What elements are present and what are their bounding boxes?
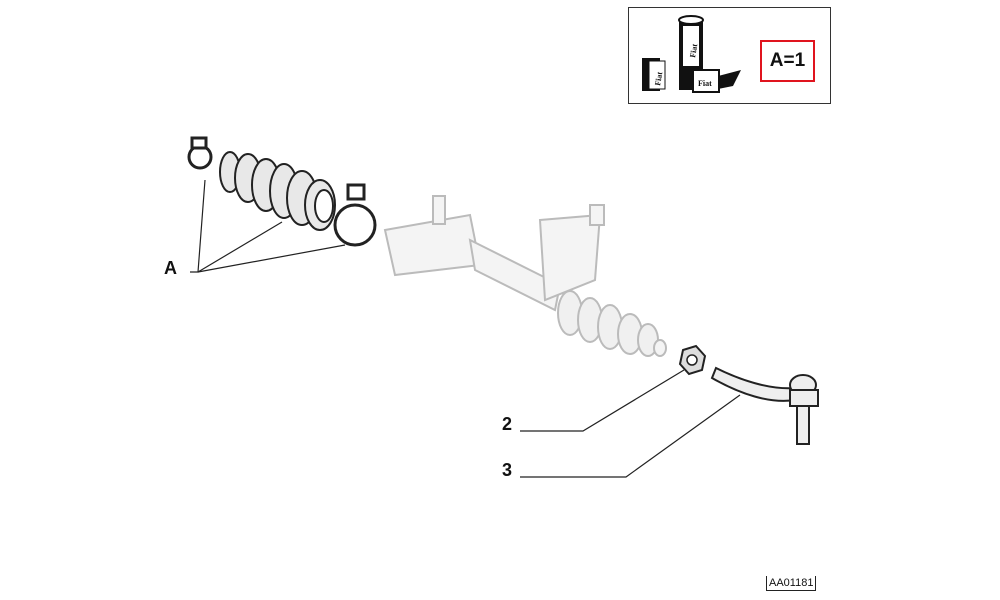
package-logo-text-cylinder: Fiat [688, 43, 699, 58]
quantity-legend-box: Fiat Fiat Fiat [628, 7, 831, 104]
package-logo-text-left: Fiat [653, 71, 664, 86]
rubber-boot [219, 151, 336, 231]
large-clamp [333, 183, 377, 247]
reference-code: AA01181 [766, 576, 817, 591]
package-icon: Fiat Fiat Fiat [642, 15, 741, 93]
callout-2: 2 [502, 414, 513, 434]
callout-3: 3 [502, 460, 513, 480]
steering-rack [383, 195, 667, 357]
small-clamp [187, 136, 213, 170]
package-logo-text-box: Fiat [698, 79, 712, 88]
quantity-label: A=1 [760, 40, 815, 82]
callout-a: A [164, 258, 177, 278]
leader-lines [190, 179, 741, 478]
tie-rod-end [710, 366, 819, 445]
